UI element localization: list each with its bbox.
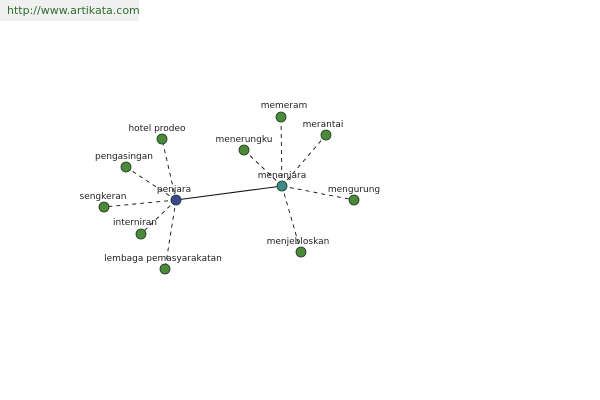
source-url-banner[interactable]: http://www.artikata.com [0, 0, 140, 21]
node-pengasingan[interactable] [120, 161, 132, 173]
label-layer: penjara menenjara hotel prodeo pengasing… [80, 101, 381, 264]
edge-penjara-hotel-prodeo [161, 138, 177, 201]
node-sengkeran[interactable] [98, 201, 110, 213]
node-penjara[interactable] [170, 194, 182, 206]
node-layer [98, 111, 360, 275]
node-hotel-prodeo[interactable] [156, 133, 168, 145]
edge-layer [103, 116, 355, 270]
edge-penjara-interniran [140, 199, 177, 235]
edge-menenjara-merantai [281, 134, 327, 187]
edge-menenjara-menerungku [243, 149, 283, 187]
node-menenjara[interactable] [276, 180, 288, 192]
edge-menenjara-menjebloskan [281, 185, 302, 253]
node-interniran[interactable] [135, 228, 147, 240]
label-hotel-prodeo[interactable]: hotel prodeo [128, 124, 186, 134]
node-menjebloskan[interactable] [295, 246, 307, 258]
node-mengurung[interactable] [348, 194, 360, 206]
label-menenjara[interactable]: menenjara [258, 171, 306, 181]
label-menerungku[interactable]: menerungku [215, 135, 272, 145]
label-penjara[interactable]: penjara [157, 185, 191, 195]
label-sengkeran[interactable]: sengkeran [80, 192, 127, 202]
edge-penjara-menenjara [175, 185, 283, 201]
node-menerungku[interactable] [238, 144, 250, 156]
node-merantai[interactable] [320, 129, 332, 141]
label-mengurung[interactable]: mengurung [328, 185, 380, 195]
label-pengasingan[interactable]: pengasingan [95, 152, 153, 162]
node-lembaga-pemasyarakatan[interactable] [159, 263, 171, 275]
edge-penjara-pengasingan [125, 166, 177, 201]
label-merantai[interactable]: merantai [303, 120, 344, 130]
node-memeram[interactable] [275, 111, 287, 123]
edge-menenjara-memeram [280, 116, 283, 187]
label-memeram[interactable]: memeram [261, 101, 308, 111]
label-interniran[interactable]: interniran [113, 218, 157, 228]
label-menjebloskan[interactable]: menjebloskan [267, 237, 330, 247]
label-lembaga-pemasyarakatan[interactable]: lembaga pemasyarakatan [104, 254, 222, 264]
edge-penjara-lembaga-pemasyarakatan [164, 199, 177, 270]
